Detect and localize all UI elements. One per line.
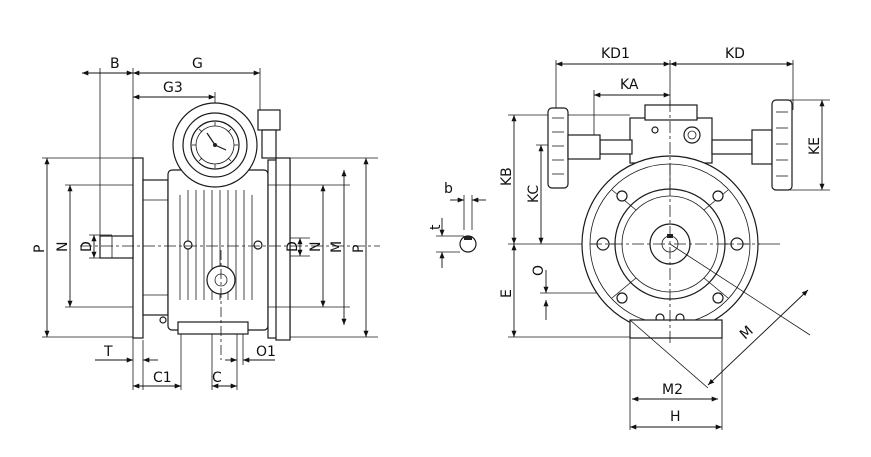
dim-label-P-right: P bbox=[351, 245, 367, 253]
dim-label-M-right: M bbox=[329, 241, 345, 253]
front-view: KD1 KD KA KB KC KE E O M M2 H bbox=[499, 46, 830, 430]
dim-label-t: t bbox=[428, 224, 444, 230]
dim-label-G3: G3 bbox=[163, 80, 183, 96]
dim-label-P-left: P bbox=[32, 245, 48, 253]
dim-label-KD: KD bbox=[725, 46, 745, 62]
dim-label-G: G bbox=[192, 56, 203, 72]
dim-label-KB: KB bbox=[499, 167, 515, 186]
dim-label-C: C bbox=[212, 370, 222, 386]
side-view: B G G3 P N D D N M P T C1 C O1 bbox=[32, 56, 380, 390]
dim-label-M2: M2 bbox=[662, 382, 683, 398]
dim-label-O1: O1 bbox=[256, 344, 276, 360]
dim-label-b: b bbox=[444, 181, 453, 197]
dim-label-C1: C1 bbox=[153, 370, 172, 386]
dim-label-O: O bbox=[531, 265, 547, 276]
dim-label-KC: KC bbox=[526, 185, 542, 203]
keyway-detail: b t bbox=[428, 181, 486, 268]
dim-label-T: T bbox=[103, 344, 113, 360]
dim-label-KA: KA bbox=[620, 77, 639, 93]
dim-label-N-left: N bbox=[55, 242, 71, 252]
dim-label-E: E bbox=[499, 289, 515, 298]
dim-label-B: B bbox=[110, 56, 120, 72]
dim-label-KD1: KD1 bbox=[601, 46, 630, 62]
dim-label-H: H bbox=[670, 409, 681, 425]
dim-label-D-right: D bbox=[285, 241, 301, 252]
dim-label-D-left: D bbox=[79, 241, 95, 252]
dim-label-KE: KE bbox=[807, 137, 823, 155]
dim-label-M-diagonal: M bbox=[737, 323, 757, 343]
dim-label-N-right: N bbox=[308, 242, 324, 252]
